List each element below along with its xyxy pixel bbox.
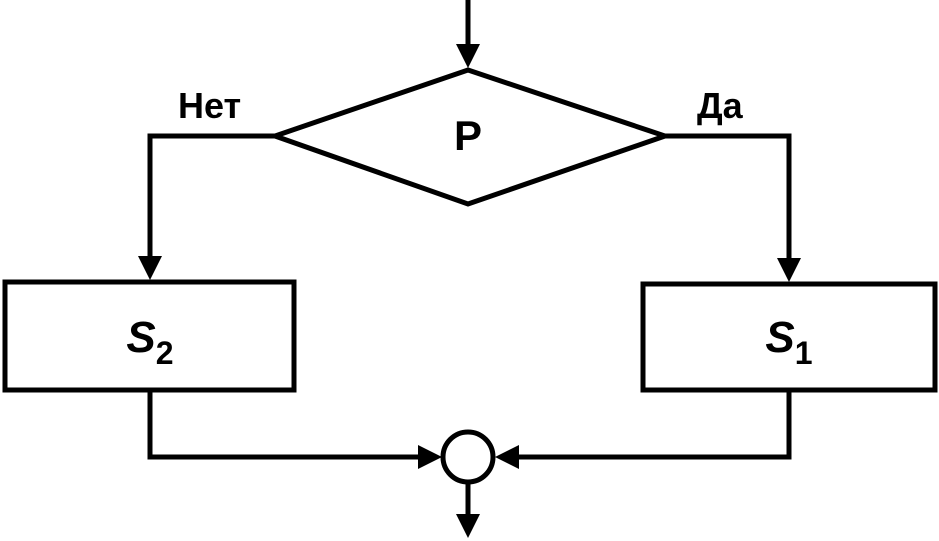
block-s1-symbol: S xyxy=(765,313,794,362)
block-s1-subscript: 1 xyxy=(795,335,813,371)
branch-yes-arrowhead xyxy=(777,258,801,282)
entry-arrowhead xyxy=(456,44,480,68)
block-s1-label: S1 xyxy=(765,313,812,371)
block-s2-symbol: S xyxy=(126,313,155,362)
condition-diamond xyxy=(267,67,673,207)
merge-right-arrowhead xyxy=(495,445,519,469)
branch-yes-label: Да xyxy=(697,85,744,126)
merge-right-line xyxy=(512,390,792,460)
junction-circle xyxy=(440,429,496,485)
merge-left-arrowhead xyxy=(418,445,442,469)
block-s2 xyxy=(2,279,297,393)
exit-arrowhead xyxy=(456,514,480,538)
branch-no-line xyxy=(147,133,275,260)
branch-no-label: Нет xyxy=(178,85,241,126)
block-s1 xyxy=(640,281,938,393)
branch-yes-line xyxy=(665,133,792,262)
condition-label: P xyxy=(454,112,482,159)
block-s2-label: S2 xyxy=(126,313,173,371)
block-s2-subscript: 2 xyxy=(156,335,174,371)
merge-left-line xyxy=(147,390,425,460)
branch-no-arrowhead xyxy=(138,256,162,280)
